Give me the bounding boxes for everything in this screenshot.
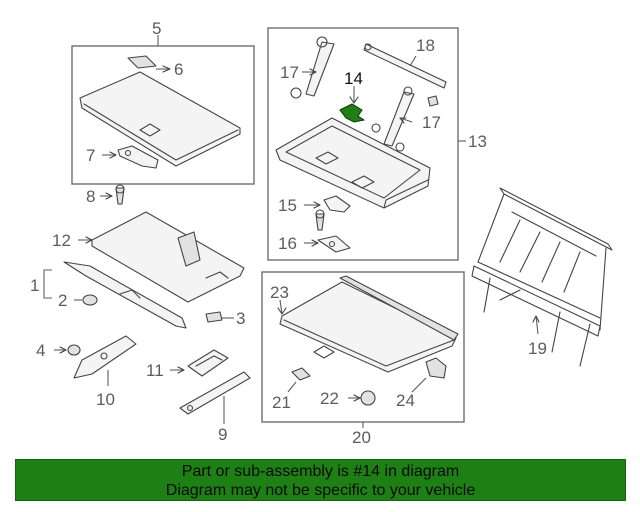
part-6-clip[interactable]	[127, 55, 157, 69]
callout-5: 5	[152, 19, 161, 38]
part-17-right-strip[interactable]	[383, 91, 415, 147]
part-3-screw[interactable]	[205, 311, 223, 323]
part-15-bracket[interactable]	[323, 195, 351, 213]
callout-18: 18	[416, 36, 435, 55]
callout-22: 22	[320, 389, 339, 408]
callout-24: 24	[396, 391, 415, 410]
callout-4: 4	[36, 341, 45, 360]
callout-21: 21	[272, 393, 291, 412]
callout-7: 7	[86, 146, 95, 165]
callout-13: 13	[468, 132, 487, 151]
part-10-bracket[interactable]	[73, 335, 137, 379]
parts-diagram: 1 2 3 4 5 6 7 8 9 10 11 12 13 14 15 16 1…	[30, 19, 613, 447]
part-24-hook[interactable]	[425, 357, 447, 379]
part-12-floor-mat[interactable]	[91, 211, 245, 303]
part-19-cargo-net-frame[interactable]	[471, 187, 613, 367]
part-22-knob[interactable]	[360, 390, 376, 406]
callout-17-right: 17	[422, 113, 441, 132]
callout-12: 12	[52, 231, 71, 250]
part-8-bolt[interactable]	[115, 187, 125, 205]
part-9-bracket[interactable]	[179, 371, 251, 415]
callout-11: 11	[146, 361, 164, 380]
callout-16: 16	[278, 234, 297, 253]
plug[interactable]	[427, 95, 439, 107]
part-4-cap[interactable]	[67, 344, 81, 356]
part-7-bracket[interactable]	[117, 145, 159, 169]
part-1-rail[interactable]	[63, 261, 187, 329]
cargo-tray[interactable]	[275, 117, 431, 209]
part-21-clip[interactable]	[291, 367, 311, 381]
banner-line-1: Part or sub-assembly is #14 in diagram	[181, 463, 460, 480]
callout-23: 23	[270, 283, 289, 302]
callout-8: 8	[86, 187, 95, 206]
callout-20: 20	[352, 428, 371, 447]
callout-19: 19	[528, 339, 547, 358]
info-banner: Part or sub-assembly is #14 in diagram D…	[15, 459, 626, 501]
callout-1: 1	[30, 276, 39, 295]
callout-17-left: 17	[280, 63, 299, 82]
callout-3: 3	[236, 309, 245, 328]
callout-14: 14	[344, 69, 363, 88]
part-14-highlighted[interactable]	[339, 103, 366, 123]
callout-15: 15	[278, 196, 297, 215]
cargo-cover-panel[interactable]	[79, 71, 241, 167]
part-11-handle[interactable]	[187, 349, 229, 377]
callout-10: 10	[96, 390, 115, 409]
callout-6: 6	[174, 60, 183, 79]
callout-9: 9	[218, 425, 227, 444]
part-17-left-strip[interactable]	[305, 41, 335, 97]
callout-2: 2	[58, 291, 67, 310]
banner-line-2: Diagram may not be specific to your vehi…	[165, 482, 476, 499]
tonneau-cover[interactable]	[279, 281, 457, 373]
part-2-grommet[interactable]	[82, 294, 98, 306]
